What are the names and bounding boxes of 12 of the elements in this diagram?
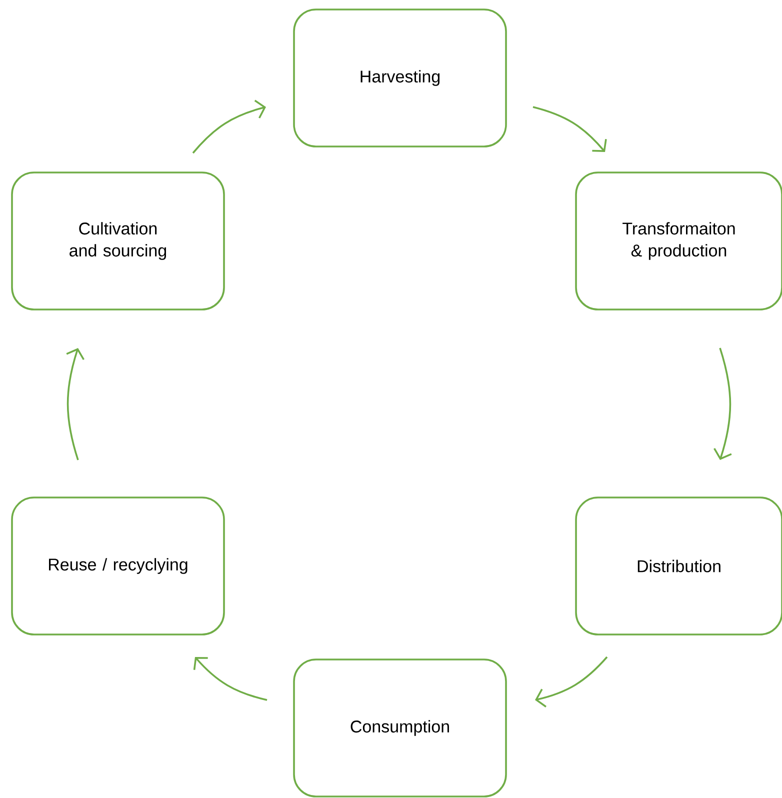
process-box: Cultivation and sourcing — [11, 172, 225, 310]
arrow — [192, 100, 266, 154]
process-box: Distribution — [575, 496, 782, 636]
arrow — [535, 656, 608, 708]
process-box: Reuse / recyclying — [11, 496, 225, 636]
process-box: Consumption — [293, 658, 507, 798]
arrow — [714, 348, 732, 460]
arrow — [193, 657, 268, 701]
process-box: Transformaiton & production — [575, 172, 782, 310]
arrow — [532, 106, 607, 152]
arrow — [66, 348, 84, 460]
process-box: Harvesting — [293, 8, 507, 148]
